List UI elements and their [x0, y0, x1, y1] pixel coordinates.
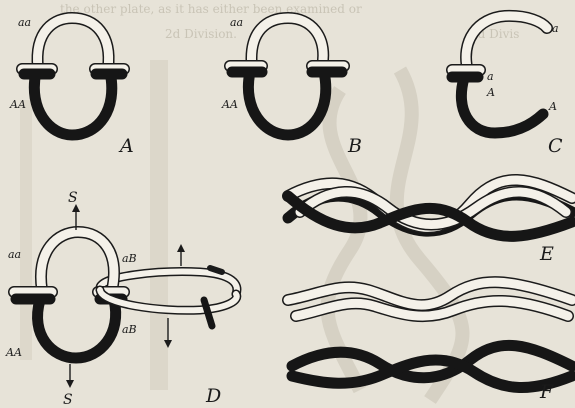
panel-b-black-label: AA	[221, 98, 238, 111]
panel-d-letter: D	[205, 385, 221, 407]
panel-e-letter: E	[539, 243, 554, 265]
panel-d-black-label: AA	[5, 346, 22, 359]
panel-b-white-label: aa	[230, 16, 243, 29]
bleed-text-line1: the other plate, as it has either been e…	[60, 2, 362, 16]
panel-d-pole-bottom-label: S	[63, 392, 73, 408]
panel-f-letter: F	[539, 381, 554, 403]
panel-a-white-loop	[38, 18, 109, 68]
panel-c-black-inner-label: A	[486, 86, 495, 99]
panel-a-white-label: aa	[18, 16, 31, 29]
panel-a-black-label: AA	[9, 98, 26, 111]
panel-c-white-strand	[466, 16, 547, 72]
panel-a-black-loop	[34, 72, 111, 135]
panel-d-black-loop	[38, 300, 116, 358]
panel-a-letter: A	[118, 135, 134, 157]
panel-e: E	[288, 180, 572, 265]
panel-d-ring-clip	[210, 268, 222, 272]
panel-b-letter: B	[347, 135, 362, 157]
panel-c-letter: C	[548, 135, 563, 157]
panel-c-white-top-label: a	[552, 22, 559, 35]
panel-d-ring-lower-label: aB	[122, 323, 137, 336]
bleed-text-line2: 2d Division.	[165, 27, 237, 41]
panel-d-ring-pin	[204, 300, 212, 326]
panel-d-pole-top-label: S	[68, 190, 78, 206]
background-bleed-through: the other plate, as it has either been e…	[20, 2, 519, 400]
panel-c-white-inner-label: a	[487, 70, 494, 83]
panel-b: aa AA B	[221, 16, 362, 157]
panel-c-black-strand	[461, 78, 543, 133]
panel-b-black-loop	[248, 72, 325, 135]
panel-d-ring-upper-label: aB	[122, 252, 137, 265]
panel-d: S S aa AA aB aB D	[5, 190, 237, 408]
ghost-bar-2	[20, 100, 32, 360]
panel-d-white-label: aa	[8, 248, 21, 261]
panel-d-ring-up-arrowhead	[177, 244, 185, 252]
panel-d-down-arrowhead	[66, 380, 74, 388]
panel-c-black-end-label: A	[548, 100, 557, 113]
